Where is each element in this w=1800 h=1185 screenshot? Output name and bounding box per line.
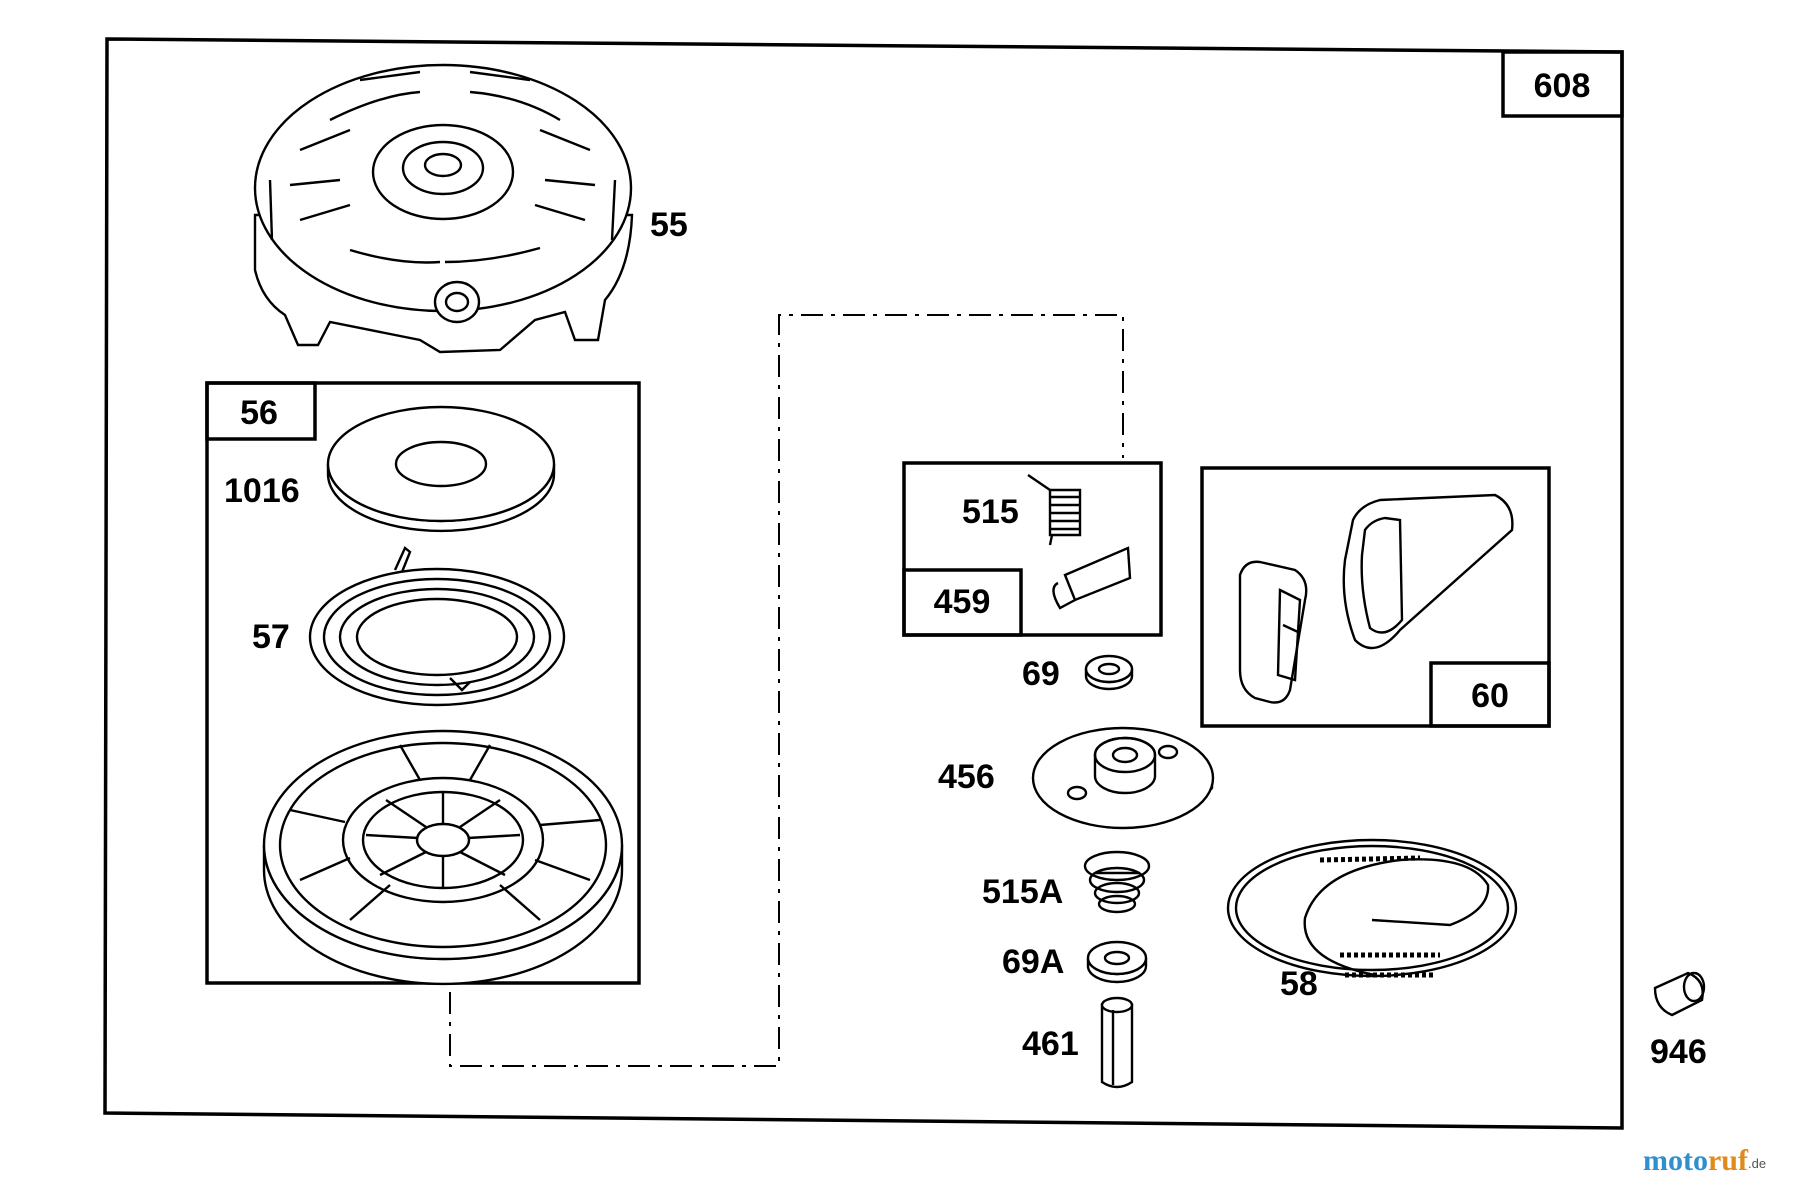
pulley-part bbox=[262, 729, 624, 986]
label-pin: 461 bbox=[1022, 1025, 1079, 1063]
label-large-washer: 1016 bbox=[224, 472, 300, 510]
retainer-part bbox=[1031, 726, 1215, 830]
watermark-part2: ruf bbox=[1708, 1144, 1749, 1177]
label-handle: 60 bbox=[1471, 677, 1509, 715]
large-washer-part bbox=[326, 405, 556, 533]
watermark-part1: moto bbox=[1643, 1144, 1708, 1177]
handle-box bbox=[1200, 466, 1551, 728]
pawl-part bbox=[1052, 546, 1132, 610]
label-pawl: 459 bbox=[934, 583, 991, 621]
label-pawl-spring: 515 bbox=[962, 493, 1019, 531]
pin-part bbox=[1100, 996, 1134, 1089]
label-washer-a: 69A bbox=[1002, 943, 1064, 981]
washer-part bbox=[1084, 654, 1134, 691]
pawl-kit-box bbox=[902, 461, 1163, 637]
rope-part bbox=[1226, 838, 1518, 978]
label-cover: 55 bbox=[650, 206, 688, 244]
svg-text:motoruf.de: motoruf.de bbox=[1643, 1144, 1766, 1177]
pawl-spring-part bbox=[1027, 474, 1082, 546]
label-assembly: 608 bbox=[1534, 67, 1591, 105]
label-kit: 56 bbox=[240, 394, 278, 432]
label-washer: 69 bbox=[1022, 655, 1060, 693]
handle-part bbox=[1238, 493, 1514, 704]
label-spring-a: 515A bbox=[982, 873, 1063, 911]
starter-cover-part bbox=[253, 63, 634, 354]
spring-a-part bbox=[1083, 850, 1151, 914]
label-rope: 58 bbox=[1280, 965, 1318, 1003]
assembly-frame bbox=[103, 37, 1624, 1130]
washer-a-part bbox=[1086, 940, 1148, 984]
watermark-logo: motoruf.de bbox=[1643, 1144, 1766, 1177]
label-spring: 57 bbox=[252, 618, 290, 656]
label-retainer: 456 bbox=[938, 758, 995, 796]
clip-part bbox=[1653, 971, 1706, 1017]
connector-line bbox=[449, 314, 1124, 1067]
label-clip: 946 bbox=[1650, 1033, 1707, 1071]
watermark-suffix: .de bbox=[1748, 1156, 1766, 1171]
spring-part bbox=[308, 546, 566, 707]
